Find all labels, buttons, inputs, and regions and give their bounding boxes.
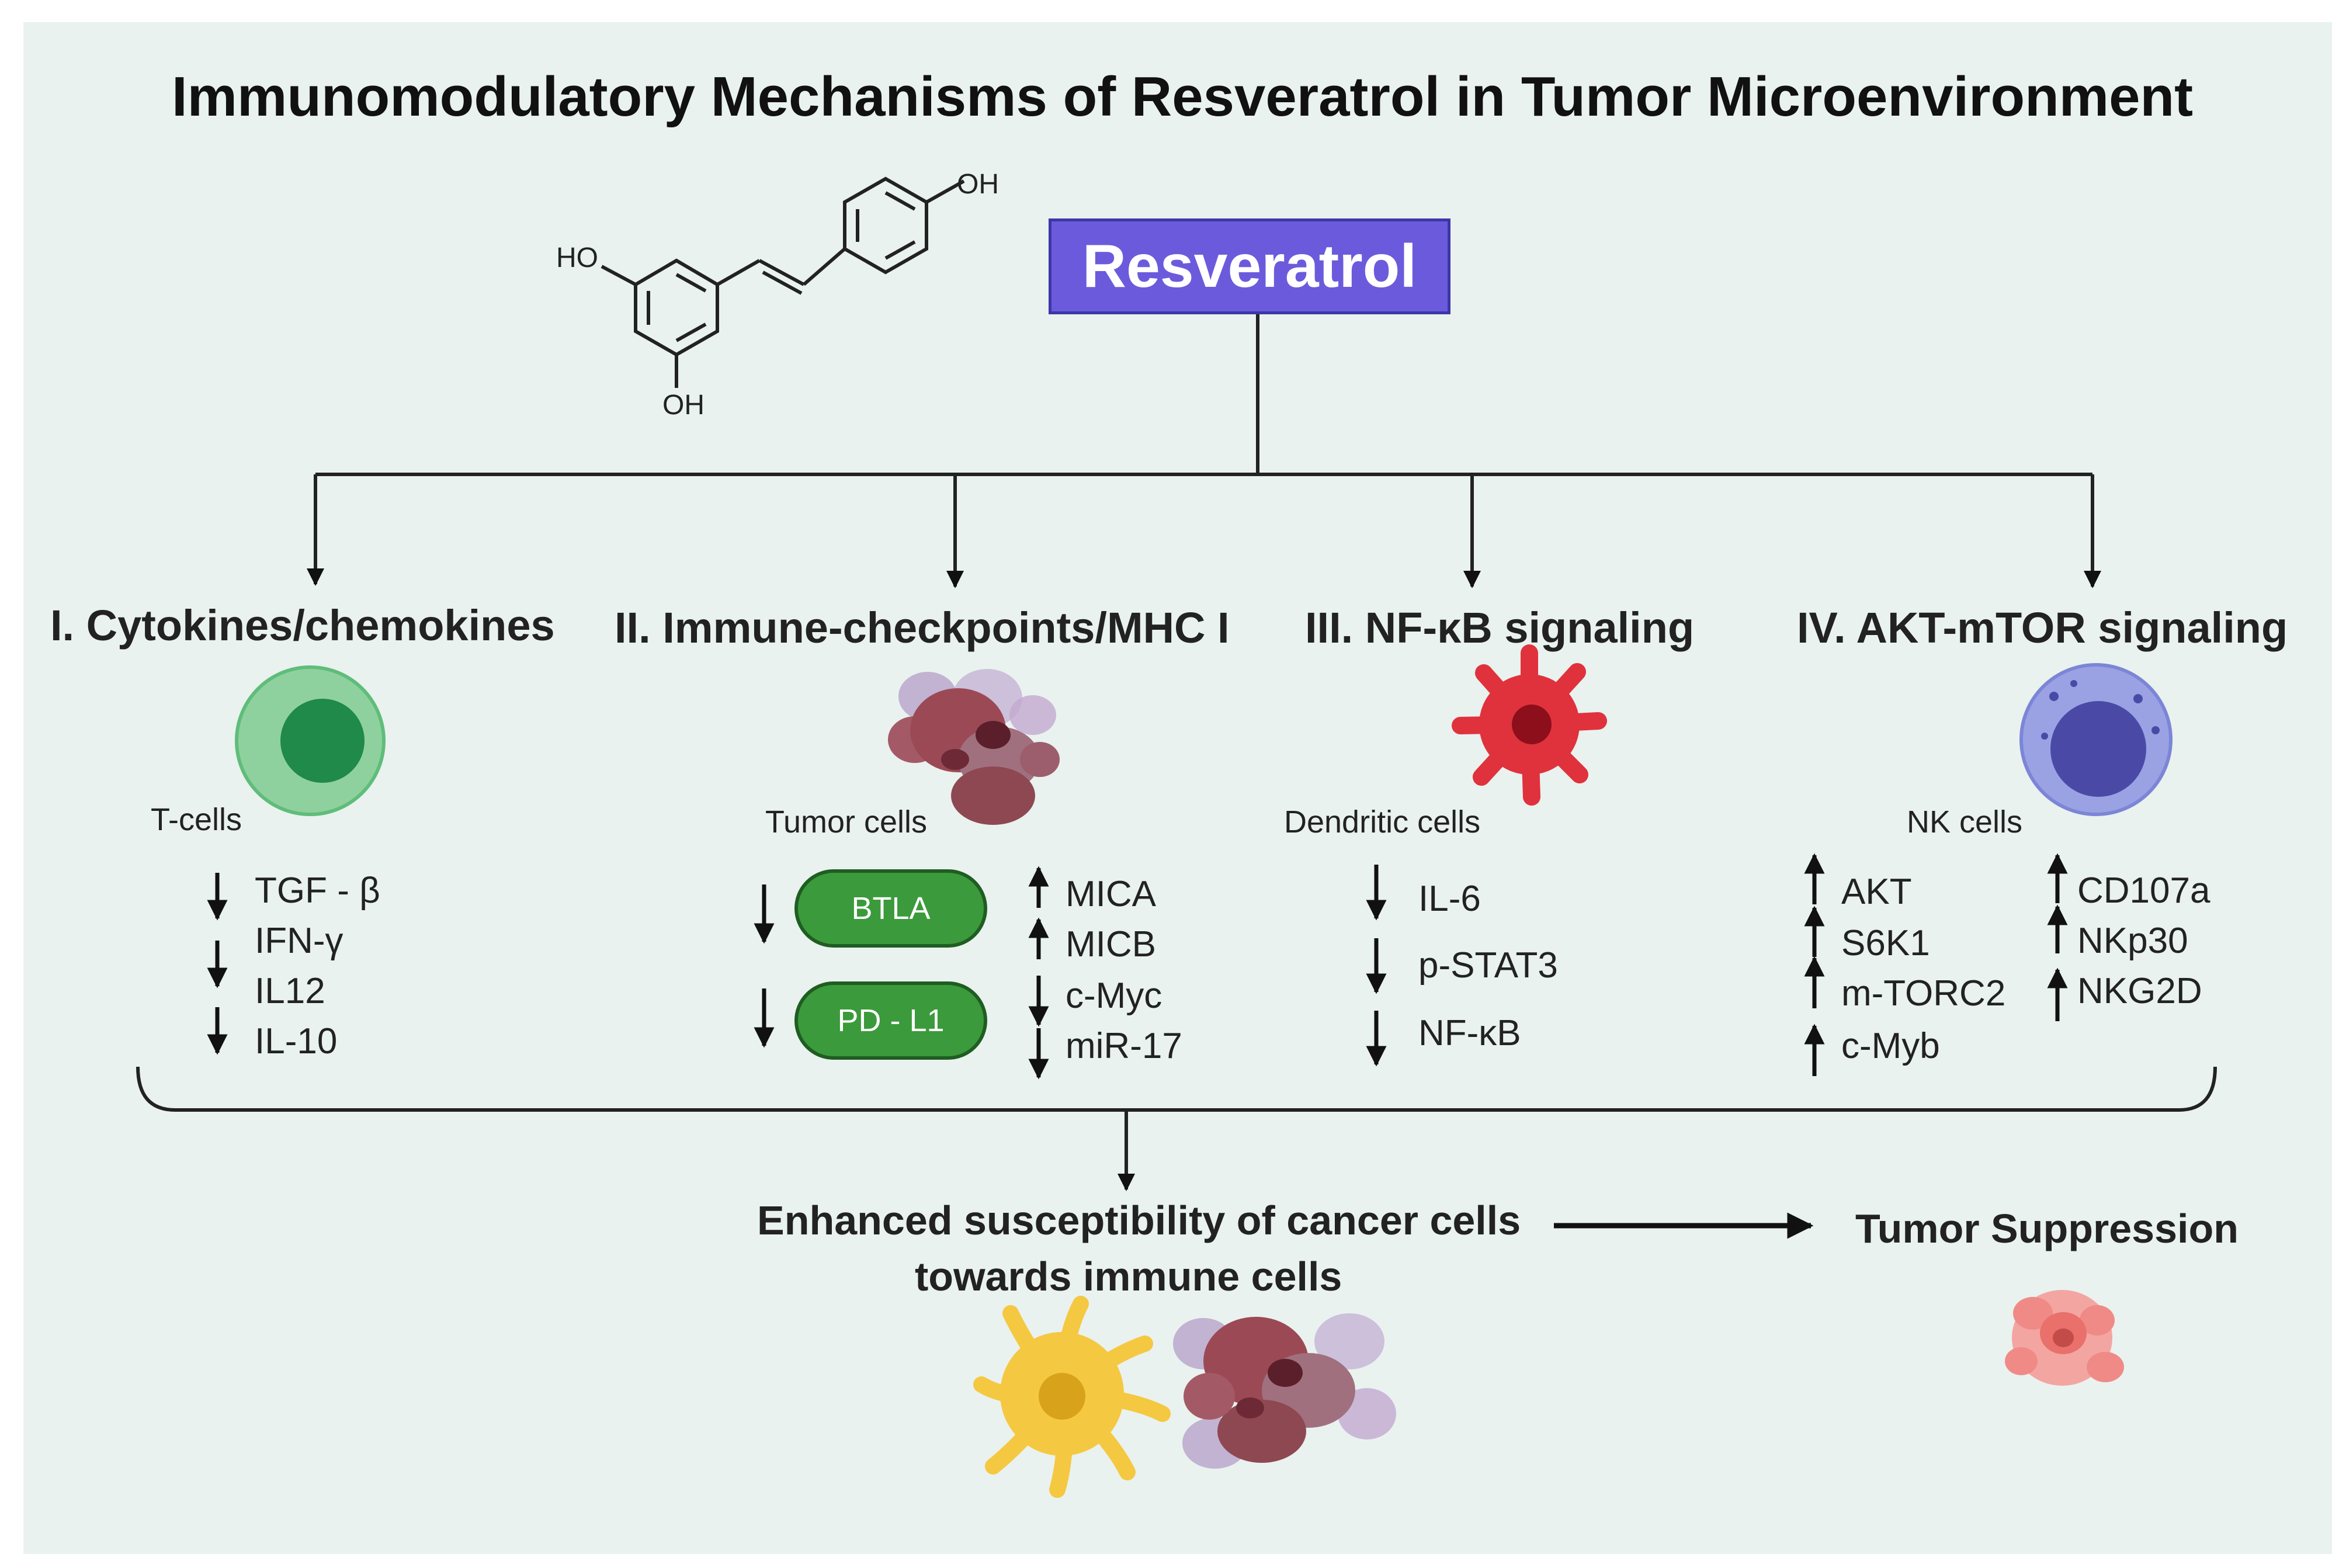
- chem-oh-top: OH: [957, 169, 999, 200]
- branch4-item-cd107a: CD107a: [2077, 870, 2210, 911]
- tumor-cell-icon: [888, 669, 1060, 825]
- suppressed-tumor-icon: [2005, 1290, 2124, 1386]
- resveratrol-label: Resveratrol: [1082, 232, 1417, 300]
- btla-label: BTLA: [851, 891, 931, 926]
- dendritic-cell-icon: [1452, 644, 1607, 806]
- branch2-item-cmyc: c-Myc: [1066, 976, 1162, 1016]
- branch2-item-mir17: miR-17: [1066, 1026, 1182, 1066]
- btla-pill: BTLA: [794, 869, 987, 948]
- branch2-item-mica: MICA: [1066, 874, 1156, 914]
- branch1-item-tgfb: TGF - β: [255, 870, 380, 911]
- branch-connectors: [307, 314, 2101, 588]
- branch1-heading: I. Cytokines/chemokines: [50, 601, 555, 650]
- branch4-item-akt: AKT: [1841, 872, 1912, 912]
- diagram-title: Immunomodulatory Mechanisms of Resveratr…: [172, 65, 2194, 128]
- branch3-item-il6: IL-6: [1418, 879, 1481, 919]
- outcome-line1: Enhanced susceptibility of cancer cells: [757, 1198, 1521, 1243]
- branch2-arrows: [754, 866, 1049, 1080]
- branch3-heading: III. NF-κB signaling: [1305, 603, 1695, 652]
- summary-bracket: [136, 1066, 2217, 1112]
- dendritic-cell-label: Dendritic cells: [1284, 804, 1481, 839]
- nk-cell-icon: [2019, 663, 2173, 816]
- branch2-heading: II. Immune-checkpoints/MHC I: [615, 603, 1230, 652]
- chem-oh-bottom: OH: [662, 390, 705, 421]
- t-cell-icon: [235, 665, 386, 816]
- activated-dendritic-cell-icon: [973, 1296, 1171, 1498]
- branch4-item-nkg2d: NKG2D: [2077, 971, 2202, 1011]
- outcome-tumor-icon: [1173, 1313, 1396, 1469]
- resveratrol-structure: [601, 176, 965, 388]
- branch3-item-nfkb: NF-κB: [1418, 1013, 1521, 1053]
- branch4-item-mtorc2: m-TORC2: [1841, 973, 2006, 1014]
- tcell-label: T-cells: [151, 802, 242, 837]
- branch1-item-ifng: IFN-γ: [255, 921, 343, 961]
- branch4-item-cmyb: c-Myb: [1841, 1026, 1940, 1066]
- branch1-item-il10: IL-10: [255, 1021, 338, 1061]
- branch3-item-pstat3: p-STAT3: [1418, 945, 1558, 986]
- branch4-item-nkp30: NKp30: [2077, 921, 2188, 961]
- branch4-arrows: [1804, 853, 2068, 1076]
- outcome-line2: towards immune cells: [915, 1254, 1342, 1299]
- branch1-item-il12: IL12: [255, 971, 325, 1011]
- pdl1-label: PD - L1: [837, 1003, 945, 1038]
- tumor-cell-label: Tumor cells: [765, 804, 928, 839]
- tumor-suppression-label: Tumor Suppression: [1855, 1206, 2239, 1251]
- branch2-item-micb: MICB: [1066, 924, 1156, 965]
- branch4-heading: IV. AKT-mTOR signaling: [1797, 603, 2288, 652]
- pdl1-pill: PD - L1: [794, 981, 987, 1060]
- branch4-item-s6k1: S6K1: [1841, 923, 1930, 963]
- chem-ho-left: HO: [556, 242, 598, 273]
- resveratrol-box: Resveratrol: [1049, 218, 1450, 314]
- nk-cell-label: NK cells: [1907, 804, 2023, 839]
